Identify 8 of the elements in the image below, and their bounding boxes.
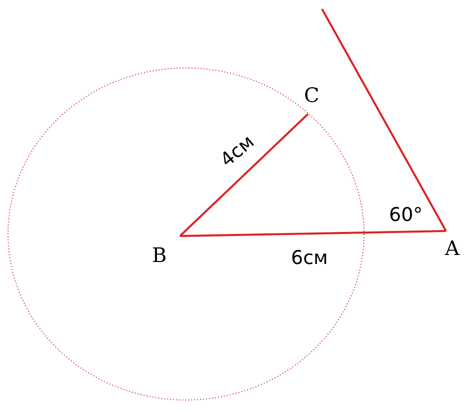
line-segment [179, 113, 309, 237]
line-segment [180, 230, 446, 237]
vertex-label: A [445, 237, 460, 259]
vertex-label: B [152, 244, 167, 266]
vertex-label: C [304, 84, 320, 106]
angle-label: 60° [388, 204, 424, 226]
line-segment [321, 8, 447, 232]
edge-label: 4см [215, 130, 260, 172]
